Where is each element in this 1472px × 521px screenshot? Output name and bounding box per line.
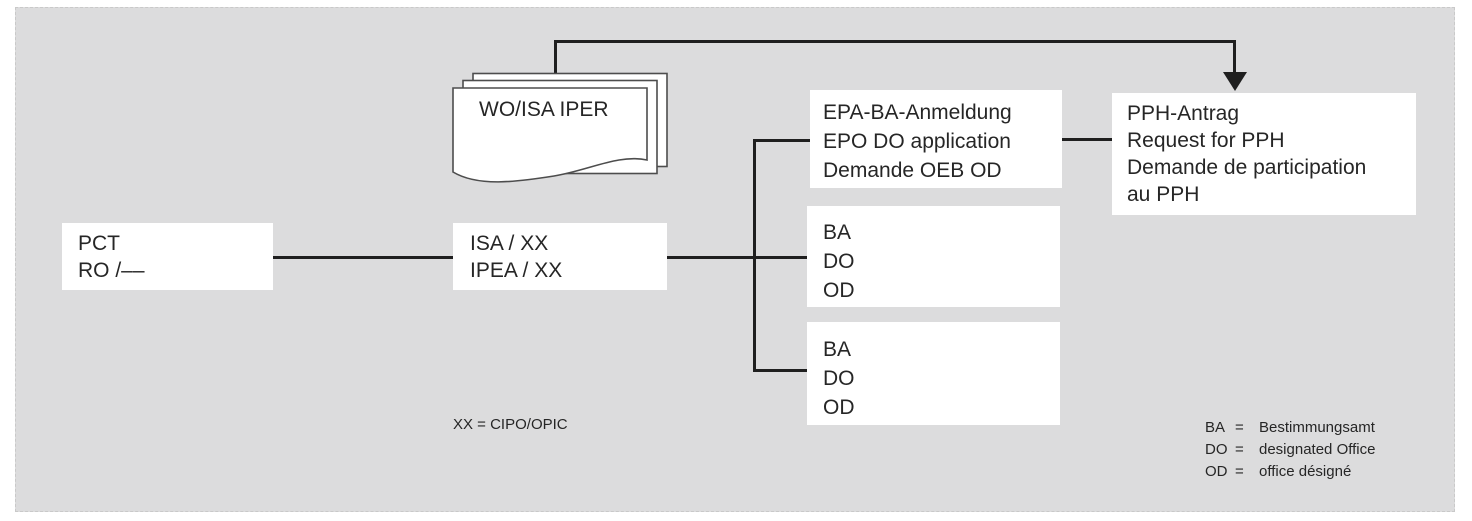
- ba1-box-line: DO: [823, 250, 855, 273]
- legend-equals: =: [1235, 419, 1244, 436]
- legend-abbreviations: BA = Bestimmungsamt DO = designated Offi…: [1205, 417, 1375, 483]
- pct-box: PCT RO /––: [62, 223, 273, 290]
- legend-abbr: OD: [1205, 463, 1228, 480]
- epa-box-line: EPA-BA-Anmeldung: [823, 101, 1012, 124]
- arrow-docs-to-pph-horizontal: [554, 40, 1236, 43]
- arrow-docs-to-pph-dropper: [1233, 40, 1236, 73]
- connector-branch-vertical: [753, 139, 756, 372]
- legend-definition: designated Office: [1259, 441, 1376, 458]
- doc-line: WO/ISA: [479, 98, 554, 121]
- ba1-box-line: BA: [823, 221, 852, 244]
- epa-application-box: EPA-BA-Anmeldung EPO DO application Dema…: [810, 90, 1062, 188]
- ba2-box-line: BA: [823, 338, 852, 361]
- document-stack-icon: [452, 72, 668, 183]
- connector-isa-to-ba1: [667, 256, 807, 259]
- pct-box-line: RO /––: [78, 259, 145, 282]
- pct-box-line: PCT: [78, 232, 120, 255]
- legend-abbr: BA: [1205, 419, 1226, 436]
- epa-box-line: Demande OEB OD: [823, 159, 1002, 182]
- isa-box-line: IPEA / XX: [470, 259, 563, 282]
- pph-box-line: Request for PPH: [1127, 129, 1285, 152]
- connector-branch-to-epa: [753, 139, 811, 142]
- legend-abbr: DO: [1205, 441, 1228, 458]
- legend-equals: =: [1235, 463, 1244, 480]
- document-stack-label: WO/ISA IPER: [479, 96, 609, 123]
- connector-branch-to-ba2: [753, 369, 808, 372]
- pph-box-line: au PPH: [1127, 183, 1200, 206]
- ba-do-od-box-1: BA DO OD: [807, 206, 1060, 307]
- legend-definition: office désigné: [1259, 463, 1352, 480]
- isa-ipea-box: ISA / XX IPEA / XX: [453, 223, 667, 290]
- doc-line: IPER: [559, 98, 609, 121]
- ba-do-od-box-2: BA DO OD: [807, 322, 1060, 425]
- pph-box-line: Demande de participation: [1127, 156, 1367, 179]
- connector-epa-to-pph: [1062, 138, 1112, 141]
- connector-pct-to-isa: [273, 256, 453, 259]
- pph-request-box: PPH-Antrag Request for PPH Demande de pa…: [1112, 93, 1416, 215]
- legend-equals: =: [1235, 441, 1244, 458]
- isa-box-line: ISA / XX: [470, 232, 549, 255]
- arrowhead-down-icon: [1223, 72, 1247, 91]
- epa-box-line: EPO DO application: [823, 130, 1011, 153]
- arrow-docs-to-pph-riser: [554, 40, 557, 74]
- pph-box-line: PPH-Antrag: [1127, 102, 1240, 125]
- ba1-box-line: OD: [823, 279, 855, 302]
- ba2-box-line: OD: [823, 396, 855, 419]
- legend-xx: XX = CIPO/OPIC: [453, 416, 568, 433]
- ba2-box-line: DO: [823, 367, 855, 390]
- legend-definition: Bestimmungsamt: [1259, 419, 1375, 436]
